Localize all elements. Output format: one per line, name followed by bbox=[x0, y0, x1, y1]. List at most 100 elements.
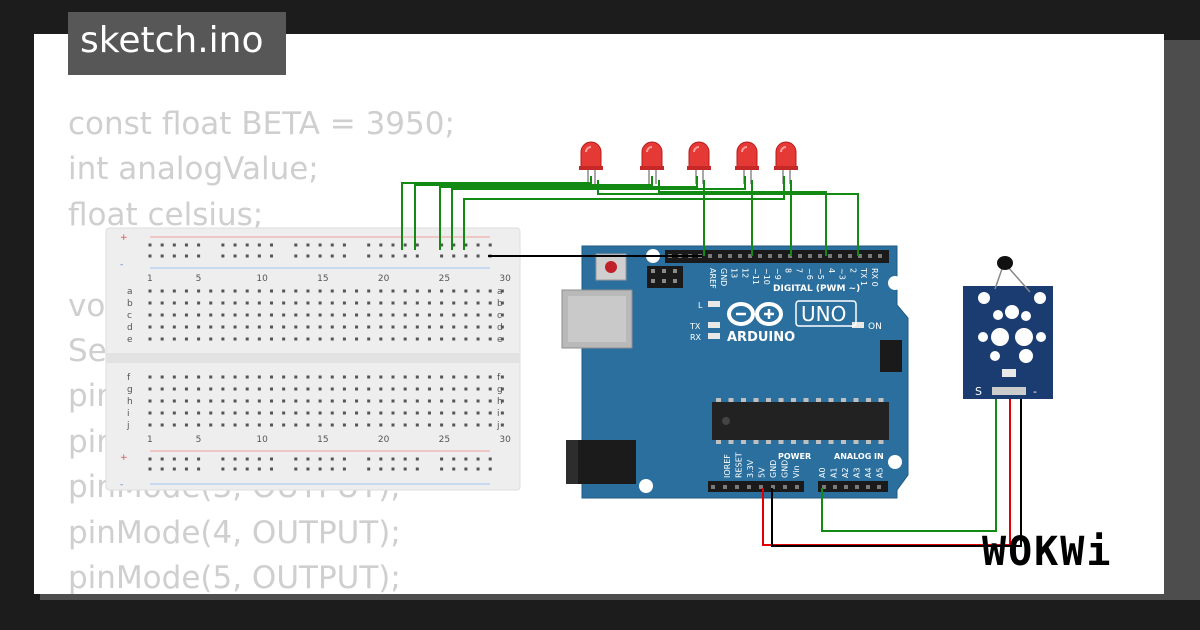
analog-pin-label: A4 bbox=[864, 467, 873, 478]
row-letter: j bbox=[496, 421, 500, 431]
red-led bbox=[735, 141, 759, 184]
power-pin-label: GND bbox=[781, 460, 790, 478]
digital-pin-label: 13 bbox=[730, 268, 739, 278]
row-letter: h bbox=[127, 397, 133, 407]
digital-header-label: DIGITAL (PWM ~) bbox=[773, 284, 860, 294]
red-led bbox=[579, 141, 603, 184]
wire-led-3 bbox=[439, 176, 698, 250]
column-number: 10 bbox=[256, 274, 268, 284]
column-number: 5 bbox=[196, 435, 202, 445]
code-line: float celsius; bbox=[68, 196, 264, 233]
rail-minus-label: - bbox=[120, 260, 123, 270]
column-number: 5 bbox=[196, 274, 202, 284]
sensor-pin-minus-label: - bbox=[1033, 385, 1037, 398]
row-letter: e bbox=[497, 335, 503, 345]
column-number: 1 bbox=[147, 435, 153, 445]
row-letter: b bbox=[127, 299, 133, 309]
wires bbox=[401, 176, 1022, 547]
row-letter: f bbox=[497, 373, 501, 383]
digital-pin-label: RX 0 bbox=[870, 268, 879, 287]
digital-pin-label: 2 bbox=[848, 268, 857, 273]
column-number: 1 bbox=[147, 274, 153, 284]
wire-pin-2 bbox=[597, 180, 859, 256]
column-number: 20 bbox=[378, 274, 390, 284]
rail-minus-label-bottom: - bbox=[120, 480, 123, 490]
on-led-label: ON bbox=[868, 322, 882, 332]
arduino-uno-board: UNO ARDUINO L TX RX ON DIGITAL (PWM ~) P… bbox=[561, 245, 909, 499]
row-letter: d bbox=[127, 323, 133, 333]
power-pin-label: Vin bbox=[792, 465, 801, 478]
analog-pin-label: A3 bbox=[853, 467, 862, 478]
sketch-title-badge: sketch.ino bbox=[68, 12, 286, 75]
row-letter: g bbox=[497, 385, 503, 395]
row-letter: j bbox=[126, 421, 130, 431]
digital-pin-label: AREF bbox=[708, 268, 717, 289]
digital-pin-label: ~9 bbox=[773, 268, 782, 280]
wire-led-5 bbox=[463, 176, 785, 250]
code-line: int analogValue; bbox=[68, 151, 319, 188]
wokwi-logo-icon: WOKWi bbox=[982, 529, 1112, 575]
code-line: const float BETA = 3950; bbox=[68, 106, 455, 142]
red-led bbox=[687, 141, 711, 184]
wire-led-1 bbox=[401, 176, 592, 250]
led-l-label: L bbox=[698, 301, 703, 310]
analog-pin-label: A0 bbox=[818, 467, 827, 478]
digital-pin-label: ~5 bbox=[816, 268, 825, 280]
power-pin-label: IOREF bbox=[723, 454, 732, 478]
row-letter: g bbox=[127, 385, 133, 395]
column-number: 25 bbox=[439, 274, 450, 284]
wire-led-2 bbox=[414, 176, 653, 250]
digital-pin-label: 12 bbox=[740, 268, 749, 278]
column-number: 25 bbox=[439, 435, 450, 445]
digital-pin-label: ~11 bbox=[751, 268, 760, 285]
digital-pin-label: 7 bbox=[794, 268, 803, 273]
row-letter: c bbox=[497, 311, 502, 321]
row-letter: h bbox=[497, 397, 503, 407]
column-number: 30 bbox=[499, 435, 511, 445]
column-number: 30 bbox=[499, 274, 511, 284]
row-letter: c bbox=[127, 311, 132, 321]
led-row bbox=[579, 141, 798, 184]
power-pin-label: RESET bbox=[735, 452, 744, 478]
digital-pin-label: 4 bbox=[827, 268, 836, 273]
digital-pin-label: ~6 bbox=[805, 268, 814, 280]
power-pin-label: GND bbox=[769, 460, 778, 478]
digital-pin-label: ~10 bbox=[762, 268, 771, 285]
column-number: 10 bbox=[256, 435, 268, 445]
row-letter: i bbox=[497, 409, 500, 419]
row-letter: b bbox=[497, 299, 503, 309]
led-rx-label: RX bbox=[690, 333, 702, 342]
digital-pin-label: TX 1 bbox=[859, 267, 868, 286]
red-led bbox=[640, 141, 664, 184]
board-brand-label: ARDUINO bbox=[727, 330, 795, 345]
rail-plus-label: + bbox=[120, 233, 128, 243]
row-letter: a bbox=[497, 287, 503, 297]
power-pin-label: 3.3V bbox=[746, 459, 755, 478]
row-letter: i bbox=[127, 409, 130, 419]
board-model-label: UNO bbox=[801, 302, 846, 326]
digital-pin-label: ~3 bbox=[838, 268, 847, 280]
power-pin-label: 5V bbox=[758, 467, 767, 478]
code-line: pinMode(5, OUTPUT); bbox=[68, 560, 401, 594]
digital-pin-label: GND bbox=[719, 268, 728, 286]
digital-pin-label: 8 bbox=[784, 268, 793, 273]
column-number: 20 bbox=[378, 435, 390, 445]
arduino-logo-icon bbox=[727, 302, 783, 326]
row-letter: e bbox=[127, 335, 133, 345]
code-line: pinMode(4, OUTPUT); bbox=[68, 514, 401, 551]
wire-sensor-gnd bbox=[771, 398, 1022, 547]
row-letter: d bbox=[497, 323, 503, 333]
analog-pin-label: A2 bbox=[841, 467, 850, 478]
analog-pin-label: A5 bbox=[876, 467, 885, 478]
sketch-title: sketch.ino bbox=[80, 20, 264, 61]
analog-pin-label: A1 bbox=[830, 467, 839, 478]
watermark-text: WOKWi bbox=[982, 529, 1112, 575]
row-letter: a bbox=[127, 287, 133, 297]
led-tx-label: TX bbox=[689, 322, 701, 331]
wire-sensor-signal bbox=[821, 398, 997, 532]
row-letter: f bbox=[127, 373, 131, 383]
power-header-label: POWER bbox=[778, 452, 811, 461]
rail-plus-label-bottom: + bbox=[120, 453, 128, 463]
